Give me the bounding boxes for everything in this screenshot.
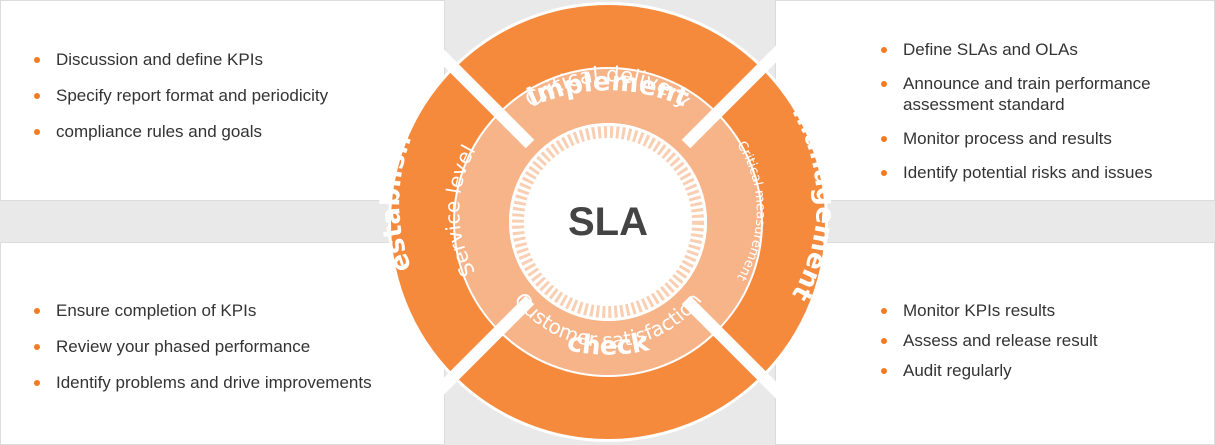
list-item: Identify problems and drive improvements: [34, 372, 372, 393]
list-item: Ensure completion of KPIs: [34, 300, 372, 321]
list-item: Monitor process and results: [881, 128, 1152, 149]
center-label: SLA: [568, 200, 648, 244]
bullet-icon: [34, 344, 40, 350]
list-item: Announce and train performance assessmen…: [881, 73, 1152, 115]
bullet-icon: [881, 81, 887, 87]
bullet-icon: [881, 308, 887, 314]
list-item: Monitor KPIs results: [881, 300, 1098, 321]
panel-top-right: Define SLAs and OLAs Announce and train …: [775, 0, 1215, 201]
bullet-icon: [34, 380, 40, 386]
list-item: Assess and release result: [881, 330, 1098, 351]
panel-bottom-left: Ensure completion of KPIs Review your ph…: [0, 242, 445, 445]
bullet-icon: [881, 136, 887, 142]
list-item: Identify potential risks and issues: [881, 162, 1152, 183]
bullet-icon: [34, 93, 40, 99]
list-item: Discussion and define KPIs: [34, 49, 328, 70]
ring-separators: [419, 33, 797, 411]
panel-top-left: Discussion and define KPIs Specify repor…: [0, 0, 445, 201]
list-item: Audit regularly: [881, 360, 1098, 381]
center-inner-disc: [528, 142, 688, 302]
outer-ring: [391, 5, 825, 439]
bullet-icon: [881, 170, 887, 176]
outer-label-bottom: check: [565, 327, 652, 361]
list-item: Review your phased performance: [34, 336, 372, 357]
list-item: Specify report format and periodicity: [34, 85, 328, 106]
bullet-icon: [34, 129, 40, 135]
bullet-icon: [881, 368, 887, 374]
bullet-icon: [881, 338, 887, 344]
bullet-icon: [881, 47, 887, 53]
inner-ring: [455, 69, 761, 375]
list-item: Define SLAs and OLAs: [881, 39, 1152, 60]
list-item: compliance rules and goals: [34, 121, 328, 142]
center-dashed-ring: [512, 126, 704, 318]
bullet-icon: [34, 57, 40, 63]
bullet-icon: [34, 308, 40, 314]
